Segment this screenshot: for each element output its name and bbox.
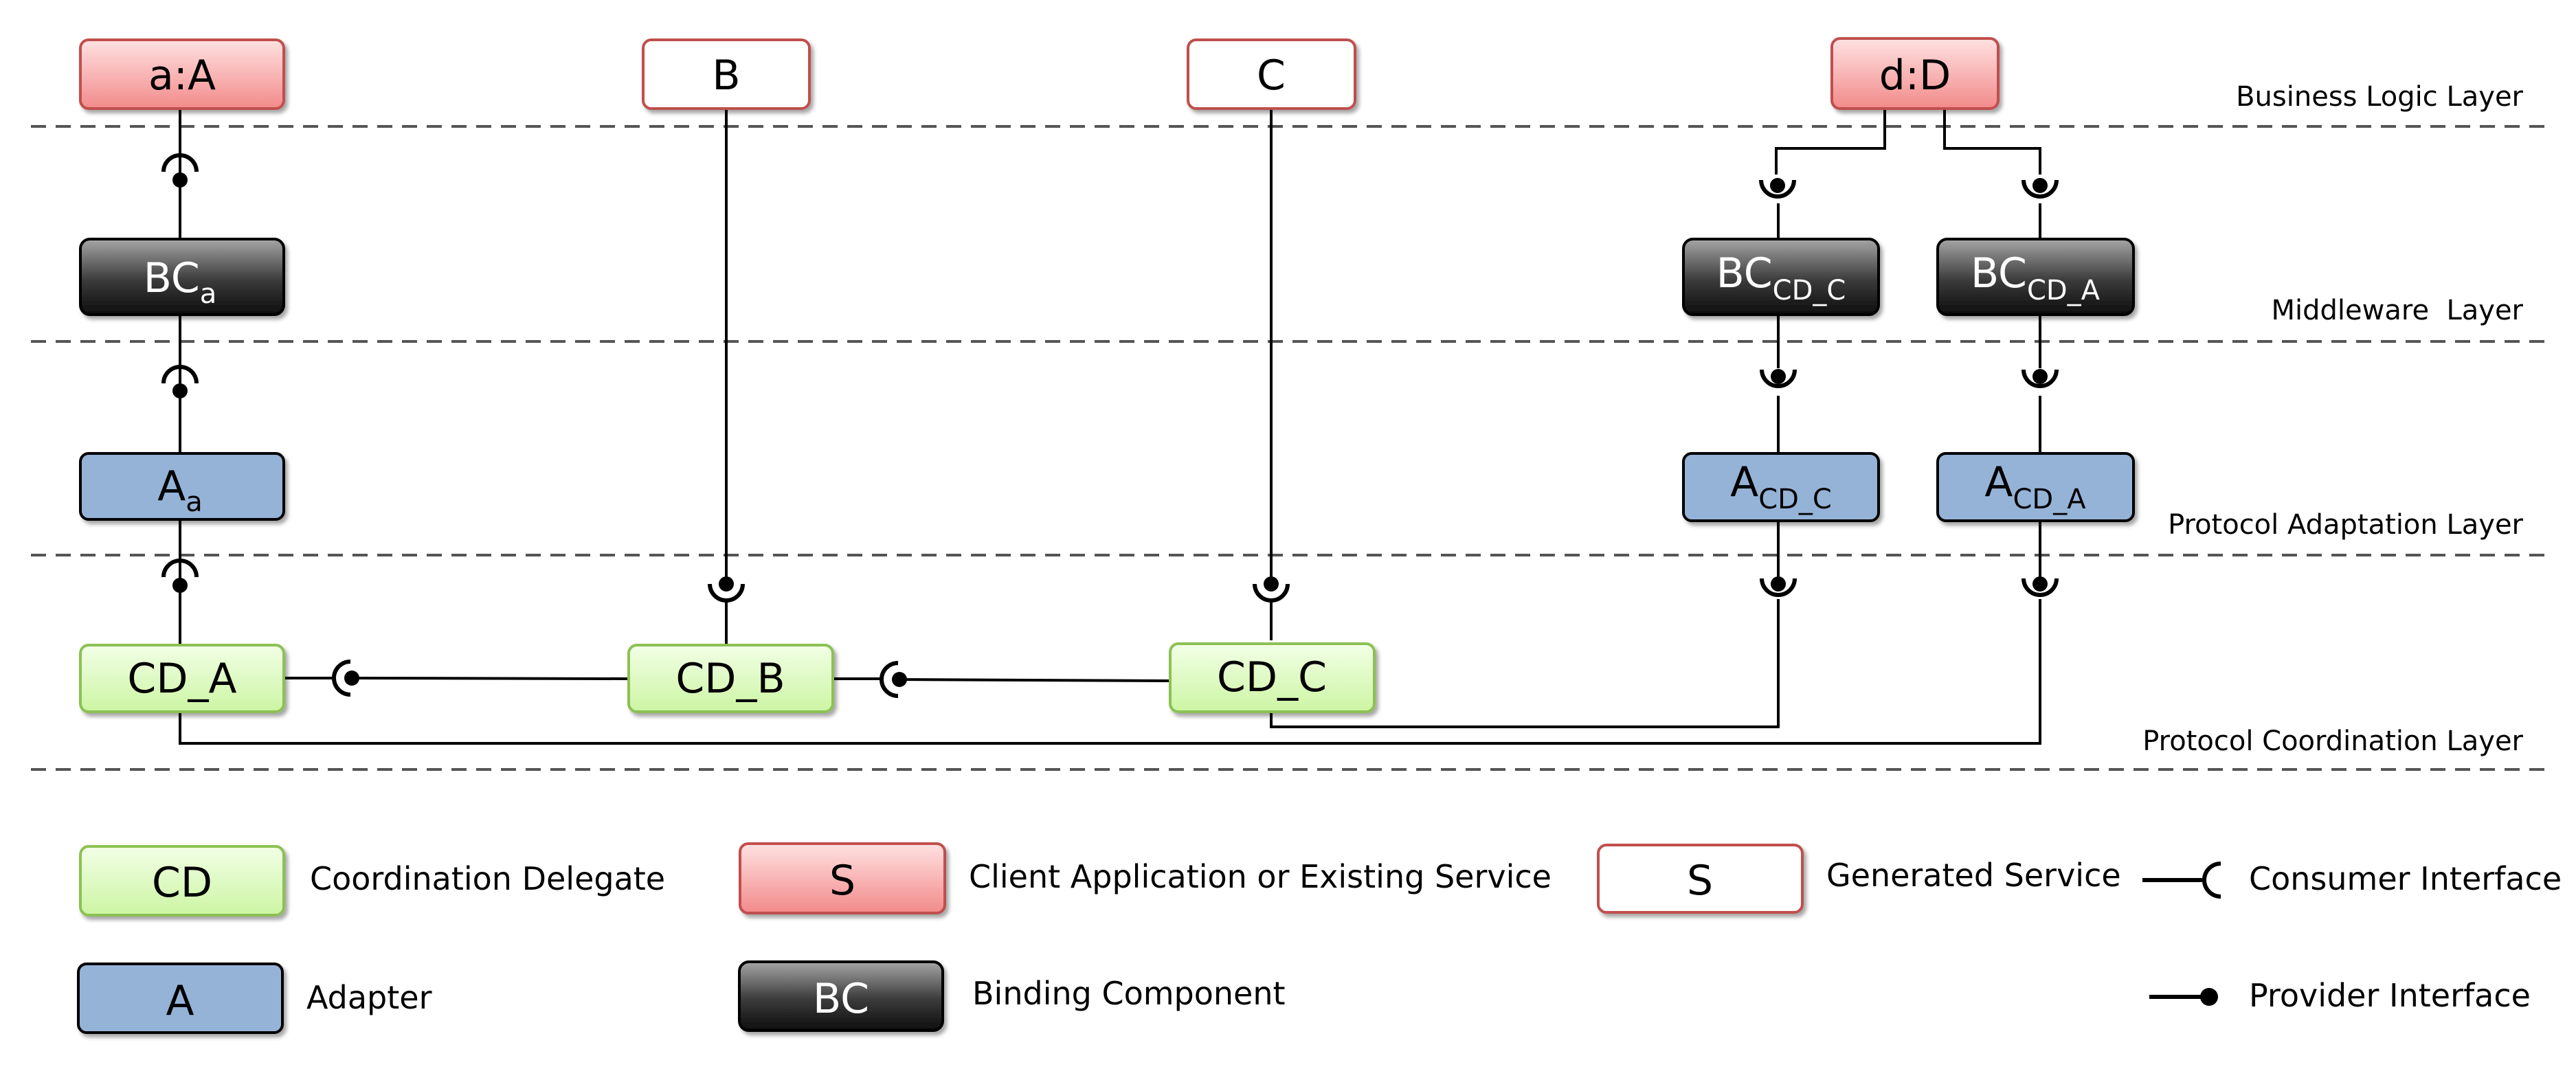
service-B: B	[642, 38, 811, 110]
interface-socket-icon	[1760, 576, 1797, 597]
interface-socket-icon	[880, 661, 907, 698]
connector-line	[1775, 110, 1886, 175]
node-subscript: a	[200, 278, 217, 310]
interface-socket-icon	[161, 153, 199, 188]
legend-client-service: S Client Application or Existing Service	[739, 842, 1552, 914]
node-label: C	[1257, 52, 1286, 100]
adapter-a: Aa	[79, 452, 285, 521]
connectors	[179, 110, 2041, 745]
svg-text:Aa: Aa	[157, 462, 203, 518]
interface-socket-icon	[708, 576, 745, 603]
interface-socket-icon	[1759, 178, 1796, 199]
service-d-D: d:D	[1830, 37, 2000, 110]
node-label: A	[157, 462, 186, 510]
node-label: CD_A	[127, 655, 236, 703]
node-label: d:D	[1879, 52, 1951, 100]
layer-label-protocol-coordination: Protocol Coordination Layer	[2142, 725, 2523, 757]
legend-provider-interface: Provider Interface	[2149, 977, 2531, 1014]
binding-component-a: BCa	[79, 238, 285, 316]
node-label: CD_B	[675, 655, 785, 703]
legend-generated-service: S Generated Service	[1597, 844, 2121, 914]
interface-socket-icon	[2021, 178, 2059, 199]
binding-component-cd-c: BCCD_C	[1682, 238, 1880, 316]
legend-box-label: BC	[813, 975, 869, 1023]
node-subscript: a	[186, 486, 203, 518]
service-C: C	[1187, 38, 1356, 110]
nodes: a:A B C d:D BCa BCCD_C BCCD_A	[79, 37, 2135, 713]
node-subscript: CD_A	[2027, 275, 2101, 306]
service-a-A: a:A	[79, 38, 285, 110]
legend-coordination-delegate: CD Coordination Delegate	[79, 845, 665, 916]
consumer-interface-icon	[2142, 862, 2221, 899]
legend-text: Client Application or Existing Service	[969, 858, 1552, 895]
connector-line	[179, 599, 2041, 745]
node-subscript: CD_C	[1758, 484, 1832, 515]
legend-box-label: S	[829, 857, 855, 905]
node-label: CD_C	[1217, 653, 1327, 701]
svg-text:ACD_C: ACD_C	[1730, 458, 1832, 515]
adapter-cd-c: ACD_C	[1682, 452, 1880, 522]
svg-text:BCCD_A: BCCD_A	[1971, 249, 2101, 306]
node-label: BC	[144, 254, 200, 302]
node-label: B	[712, 52, 740, 100]
connector-line	[1270, 599, 1780, 728]
svg-text:BCa: BCa	[144, 254, 217, 310]
connector-line	[1943, 110, 2041, 175]
legend-text: Adapter	[306, 979, 432, 1016]
legend-box-label: S	[1687, 857, 1713, 905]
coordination-delegate-cd-c: CD_C	[1169, 642, 1376, 713]
interface-socket-icon	[2021, 576, 2059, 597]
layer-label-middleware: Middleware Layer	[2272, 295, 2524, 326]
interface-socket-icon	[332, 660, 359, 697]
legend-text: Binding Component	[972, 975, 1286, 1012]
node-subscript: CD_C	[1773, 275, 1846, 306]
legend-text: Generated Service	[1826, 857, 2121, 894]
node-subscript: CD_A	[2013, 484, 2086, 515]
layer-labels: Business Logic Layer Middleware Layer Pr…	[2142, 81, 2523, 757]
node-label: A	[1730, 458, 1758, 506]
interface-socket-icon	[1253, 576, 1290, 603]
interface-socket-icon	[2021, 369, 2059, 388]
legend-adapter: A Adapter	[77, 963, 432, 1034]
layer-label-business-logic: Business Logic Layer	[2236, 81, 2523, 113]
legend-consumer-interface: Consumer Interface	[2142, 860, 2562, 899]
legend-box-label: A	[166, 977, 194, 1025]
svg-text:BCCD_C: BCCD_C	[1716, 249, 1846, 306]
interfaces	[161, 153, 2059, 698]
interface-socket-icon	[161, 365, 199, 398]
coordination-delegate-cd-a: CD_A	[79, 644, 285, 713]
interface-socket-icon	[161, 559, 199, 593]
provider-interface-icon	[2149, 988, 2218, 1006]
svg-text:ACD_A: ACD_A	[1984, 458, 2086, 515]
legend-box-label: CD	[152, 859, 212, 907]
node-label: a:A	[148, 52, 216, 100]
legend-binding-component: BC Binding Component	[738, 960, 1286, 1032]
node-label: A	[1984, 458, 2013, 506]
connector-line	[897, 678, 1170, 682]
layer-label-protocol-adaptation: Protocol Adaptation Layer	[2168, 509, 2523, 541]
node-label: BC	[1971, 249, 2027, 297]
connector-line	[350, 677, 629, 680]
legend-text: Consumer Interface	[2249, 860, 2562, 897]
adapter-cd-a: ACD_A	[1936, 452, 2135, 522]
interface-socket-icon	[1760, 369, 1797, 388]
legend-text: Coordination Delegate	[310, 860, 665, 897]
node-label: BC	[1716, 249, 1773, 297]
legend-text: Provider Interface	[2249, 977, 2531, 1014]
binding-component-cd-a: BCCD_A	[1936, 238, 2135, 316]
legend: CD Coordination Delegate S Client Applic…	[77, 842, 2562, 1034]
coordination-delegate-cd-b: CD_B	[627, 644, 834, 713]
